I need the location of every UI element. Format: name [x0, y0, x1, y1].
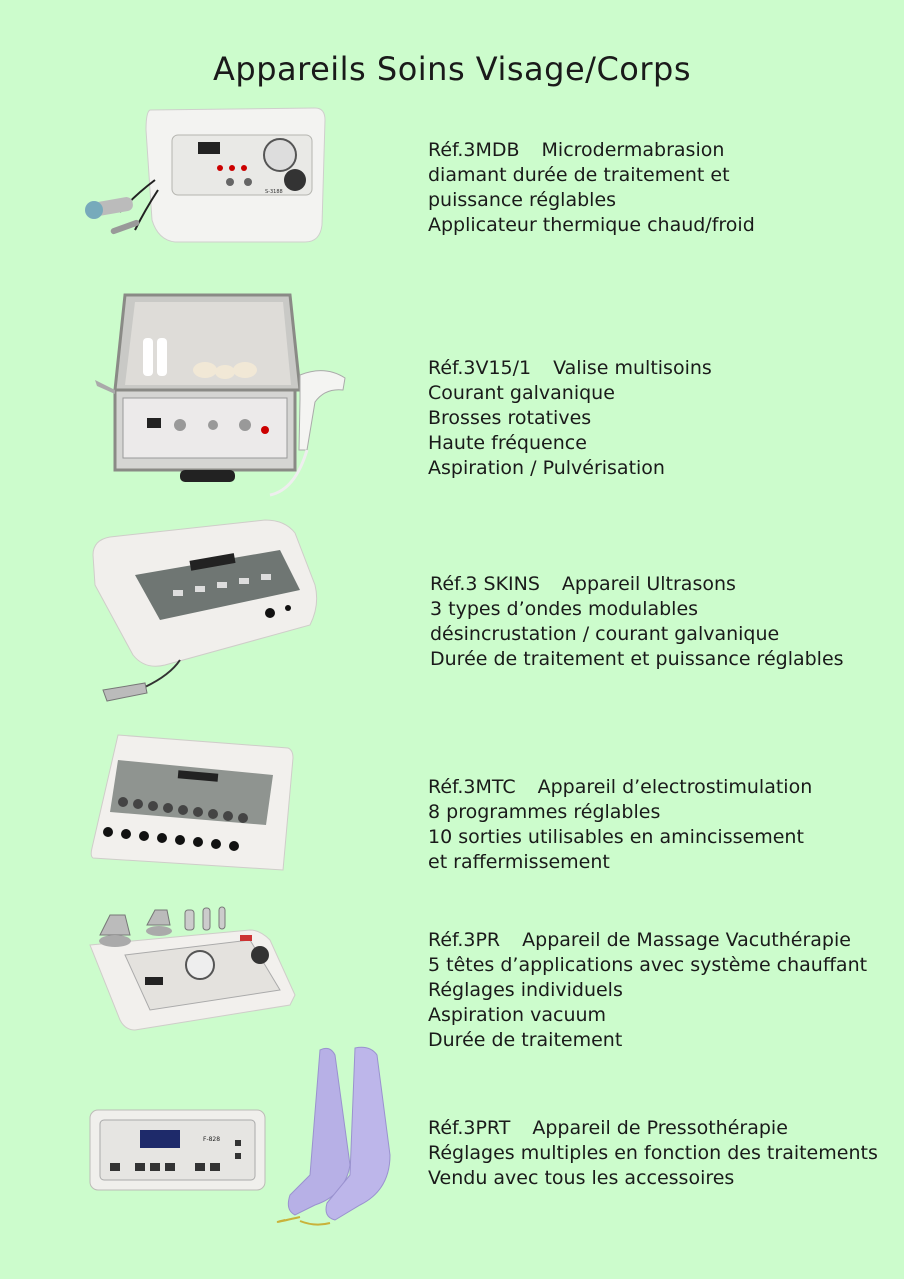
product-description: Réf.3MDB Microdermabrasion diamant durée …: [428, 138, 755, 238]
product-feature: Durée de traitement et puissance réglabl…: [430, 648, 844, 670]
product-feature: 8 programmes réglables: [428, 801, 661, 823]
product-feature: Applicateur thermique chaud/froid: [428, 214, 755, 236]
product-feature: Haute fréquence: [428, 432, 587, 454]
device-model-label: S-3188: [265, 189, 283, 195]
product-feature: Aspiration / Pulvérisation: [428, 457, 665, 479]
vacutherapie-device-image: [89, 906, 296, 1031]
product-feature: Vendu avec tous les accessoires: [428, 1167, 735, 1189]
product-name: Appareil de Massage Vacuthérapie: [522, 929, 851, 951]
page-title: Appareils Soins Visage/Corps: [213, 50, 691, 88]
product-feature: Réglages individuels: [428, 979, 623, 1001]
product-feature: désincrustation / courant galvanique: [430, 623, 780, 645]
microdermabrasion-device-image: S-3188: [85, 107, 326, 243]
product-ref: Réf.3 SKINS: [430, 573, 540, 595]
product-description: Réf.3MTC Appareil d’electrostimulation 8 …: [428, 775, 812, 875]
product-feature: diamant durée de traitement et: [428, 164, 730, 186]
product-ref: Réf.3PRT: [428, 1117, 511, 1139]
product-ref: Réf.3MTC: [428, 776, 516, 798]
ultrasons-device-image: [92, 519, 318, 702]
product-name: Appareil d’electrostimulation: [537, 776, 813, 798]
product-ref: Réf.3MDB: [428, 139, 520, 161]
product-feature: Réglages multiples en fonction des trait…: [428, 1142, 878, 1164]
product-feature: et raffermissement: [428, 851, 610, 873]
product-description: Réf.3PRT Appareil de Pressothérapie Régla…: [428, 1116, 878, 1191]
product-description: Réf.3V15/1 Valise multisoins Courant galv…: [428, 356, 712, 481]
product-ref: Réf.3PR: [428, 929, 501, 951]
device-model-label: F-828: [203, 1136, 220, 1143]
product-feature: 3 types d’ondes modulables: [430, 598, 699, 620]
product-name: Microdermabrasion: [541, 139, 725, 161]
product-feature: 5 têtes d’applications avec système chau…: [428, 954, 868, 976]
product-name: Appareil Ultrasons: [561, 573, 736, 595]
product-feature: Aspiration vacuum: [428, 1004, 607, 1026]
pressotherapie-device-image: F-828: [89, 1046, 391, 1226]
valise-multisoins-device-image: [95, 293, 346, 497]
product-ref: Réf.3V15/1: [428, 357, 532, 379]
product-description: Réf.3 SKINS Appareil Ultrasons 3 types d’…: [430, 572, 844, 672]
product-name: Appareil de Pressothérapie: [532, 1117, 788, 1139]
electrostimulation-device-image: [90, 734, 294, 871]
product-feature: 10 sorties utilisables en amincissement: [428, 826, 804, 848]
product-feature: Courant galvanique: [428, 382, 615, 404]
product-feature: puissance réglables: [428, 189, 617, 211]
product-feature: Brosses rotatives: [428, 407, 592, 429]
product-name: Valise multisoins: [553, 357, 712, 379]
product-feature: Durée de traitement: [428, 1029, 623, 1051]
